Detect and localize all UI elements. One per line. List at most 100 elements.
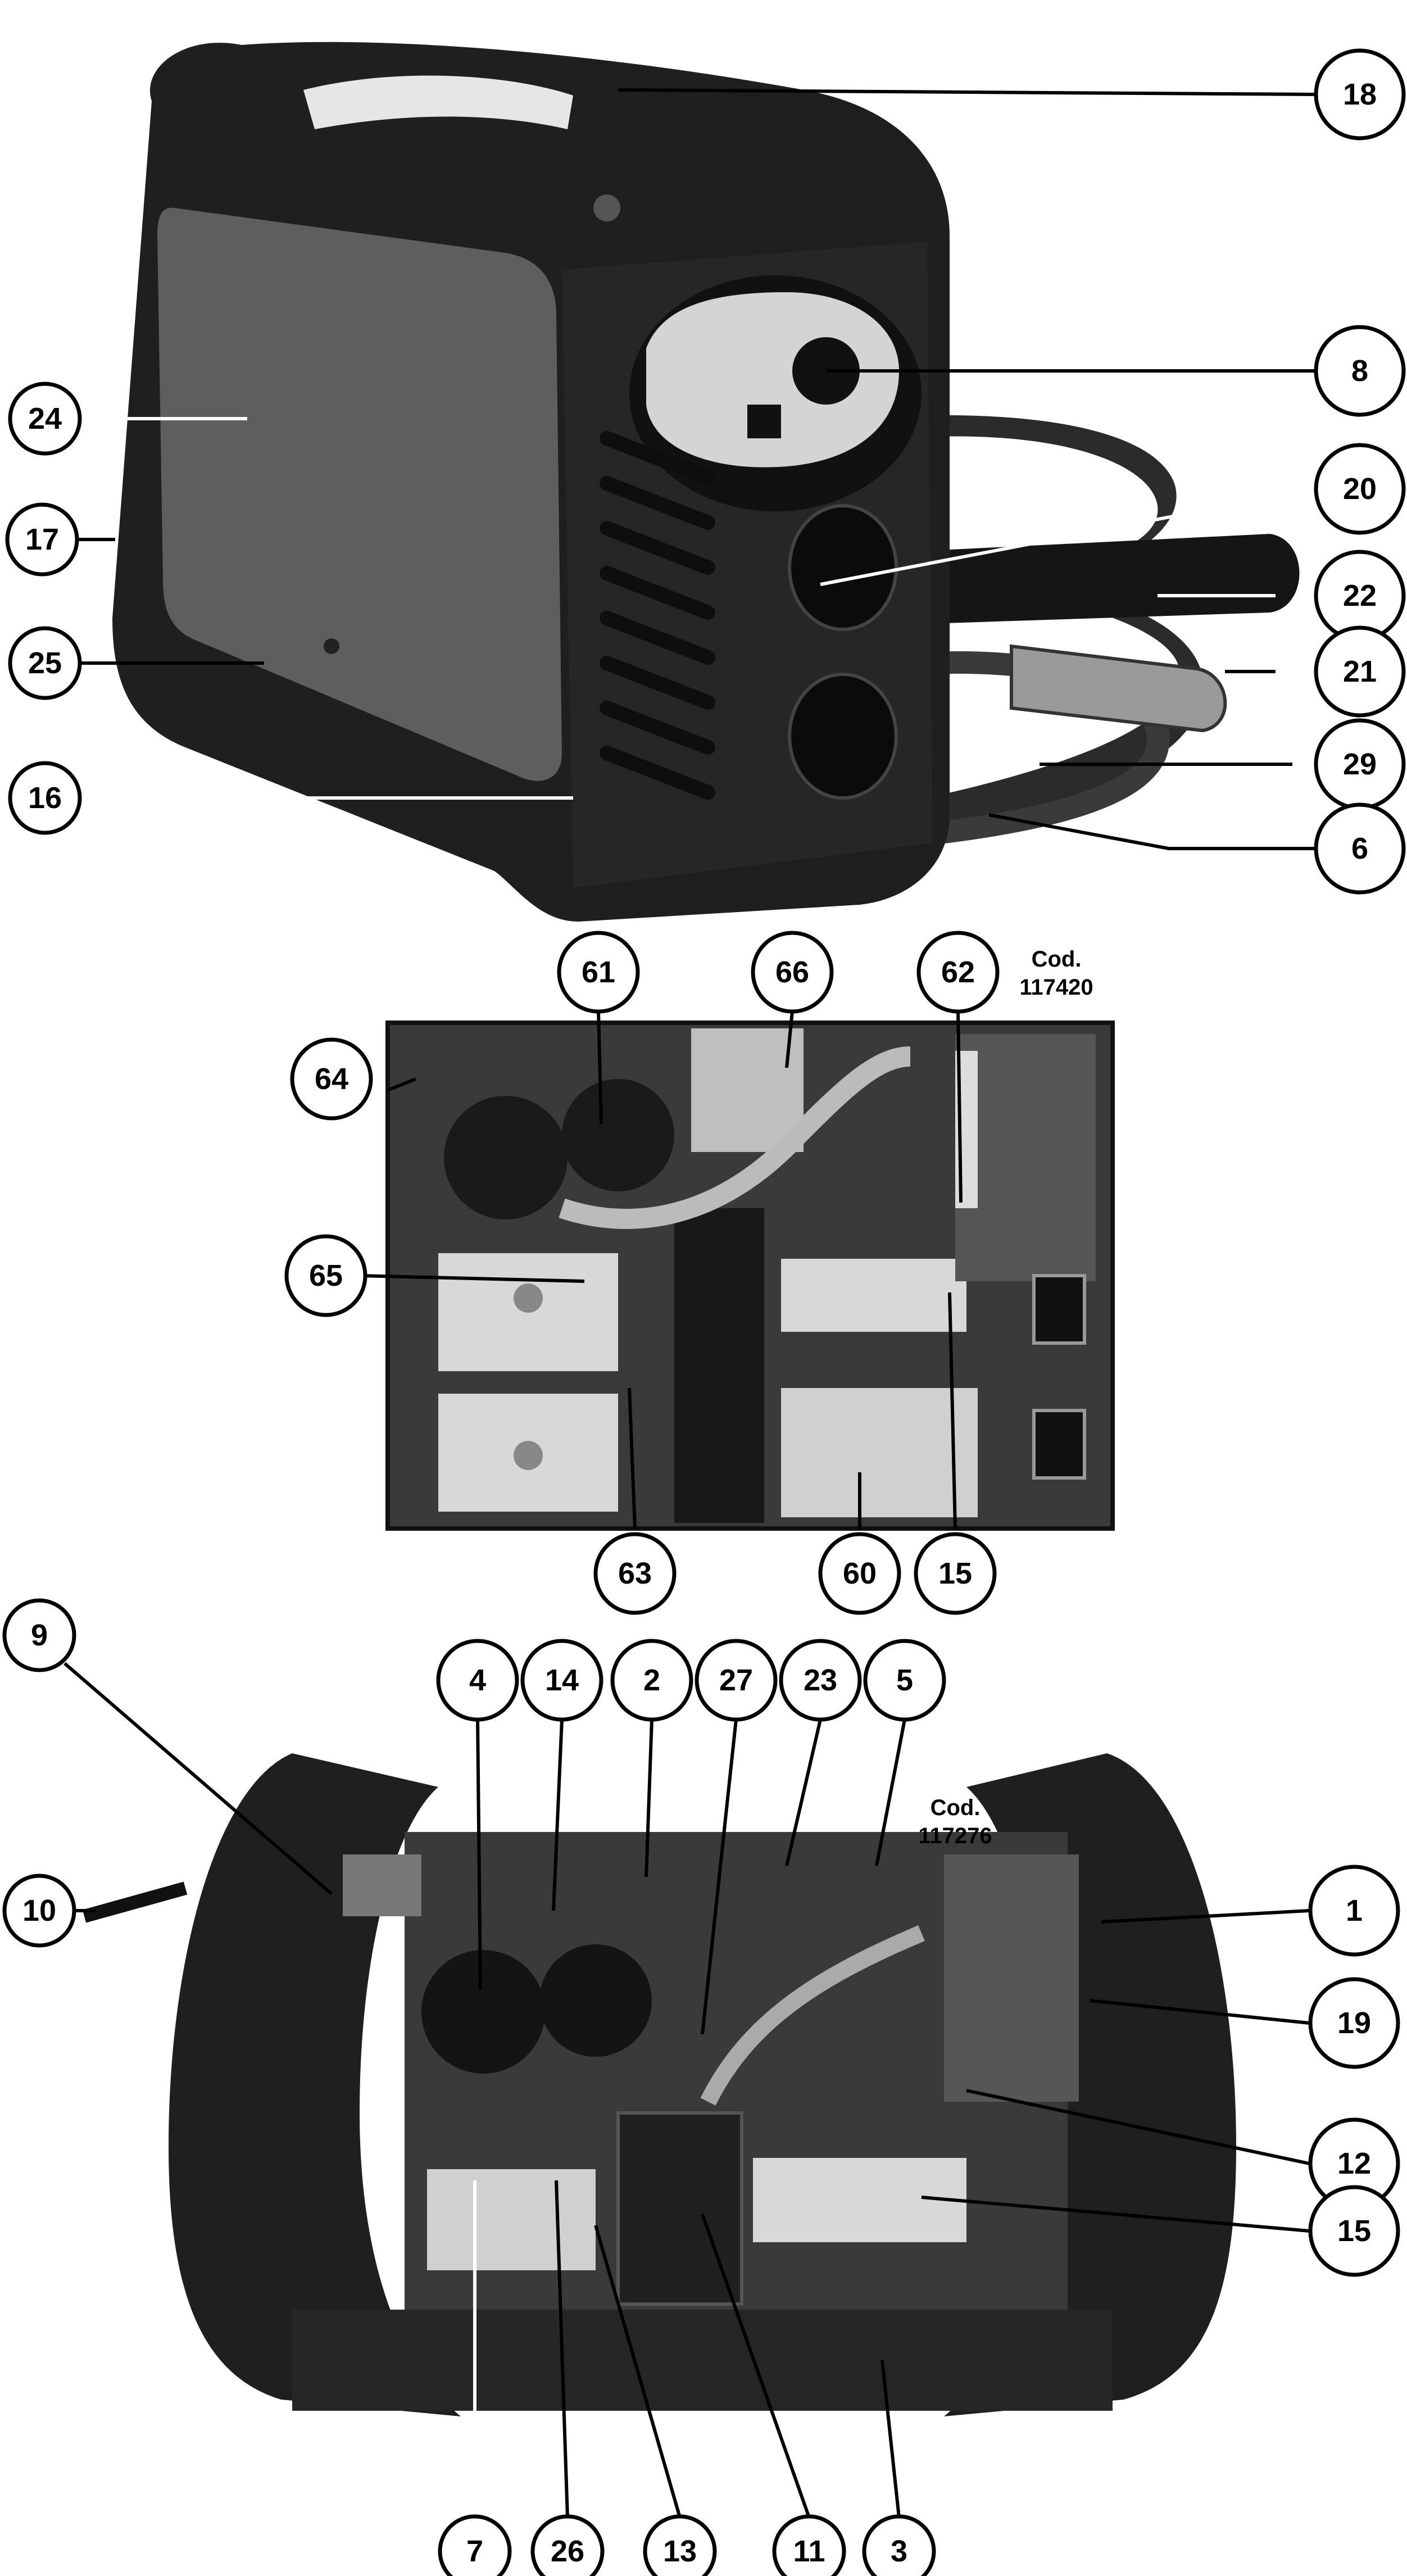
capacitor-2 xyxy=(562,1079,674,1191)
callout-label: 29 xyxy=(1343,747,1377,781)
callout-25: 25 xyxy=(8,626,82,700)
input-bridge xyxy=(343,1854,421,1916)
callout-label: 22 xyxy=(1343,579,1377,613)
end-cap-left xyxy=(169,1753,461,2416)
callout-1: 1 xyxy=(1308,1865,1400,1957)
side-screw xyxy=(324,638,339,654)
callouts-board: 61 66 62 64 65 63 60 15 xyxy=(284,931,1000,1615)
callout-10: 10 xyxy=(2,1874,76,1948)
callout-label: 62 xyxy=(941,955,975,989)
callout-13: 13 xyxy=(643,2514,717,2576)
callout-label: 9 xyxy=(31,1618,48,1652)
transformer-block xyxy=(691,1028,804,1152)
callout-15-interior: 15 xyxy=(1308,2185,1400,2277)
callout-label: 65 xyxy=(309,1259,343,1292)
screw-heatsink-2 xyxy=(514,1441,543,1470)
callout-label: 13 xyxy=(663,2534,697,2568)
callout-label: 61 xyxy=(582,955,615,989)
callout-label: 10 xyxy=(22,1894,56,1928)
code-label-line1: Cod. xyxy=(1032,947,1082,972)
callout-7: 7 xyxy=(438,2514,512,2576)
machine-illustration xyxy=(112,42,1300,922)
callout-label: 17 xyxy=(25,523,59,556)
mains-cable-stub xyxy=(82,1881,188,1923)
callout-label: 24 xyxy=(28,402,62,436)
code-label-line2: 117276 xyxy=(918,1824,992,1848)
callout-label: 18 xyxy=(1343,78,1377,111)
callout-6: 6 xyxy=(1314,802,1406,895)
control-panel-face xyxy=(646,292,899,468)
callout-2: 2 xyxy=(610,1639,693,1722)
callout-label: 5 xyxy=(896,1663,913,1697)
callout-label: 25 xyxy=(28,646,62,680)
callout-24: 24 xyxy=(8,382,82,456)
ribbon-cable xyxy=(559,1046,911,1230)
callout-label: 7 xyxy=(466,2534,483,2568)
callout-label: 1 xyxy=(1346,1894,1363,1928)
callout-23: 23 xyxy=(779,1639,862,1722)
callout-21: 21 xyxy=(1314,625,1406,718)
callouts-machine: 18 8 24 20 17 22 25 21 29 16 6 xyxy=(5,48,1406,895)
callout-16: 16 xyxy=(8,761,82,835)
board-code-label: Cod. 117420 xyxy=(1019,947,1093,1000)
callout-label: 27 xyxy=(719,1663,753,1697)
interior-code-label: Cod. 117276 xyxy=(918,1795,992,1848)
callout-label: 21 xyxy=(1343,655,1377,688)
callout-label: 26 xyxy=(551,2534,584,2568)
callout-label: 66 xyxy=(775,955,809,989)
handle-opening xyxy=(303,75,573,129)
callout-label: 23 xyxy=(804,1663,837,1697)
callout-18: 18 xyxy=(1314,48,1406,140)
callout-8: 8 xyxy=(1314,325,1406,417)
callout-29: 29 xyxy=(1314,718,1406,810)
callout-63: 63 xyxy=(593,1532,677,1615)
interior-capacitor-1 xyxy=(421,1950,545,2074)
callout-label: 6 xyxy=(1351,832,1368,865)
electrode-holder xyxy=(927,534,1300,624)
callout-66: 66 xyxy=(751,931,834,1014)
callout-label: 60 xyxy=(843,1557,877,1590)
ventilation-grille xyxy=(600,431,715,800)
callout-label: 4 xyxy=(469,1663,486,1697)
callout-19: 19 xyxy=(1308,1977,1400,2069)
connector-lower xyxy=(1032,1409,1086,1480)
heatsink-right-base xyxy=(781,1388,978,1517)
screw-heatsink-1 xyxy=(514,1284,543,1313)
callout-5: 5 xyxy=(863,1639,946,1722)
socket-upper xyxy=(788,504,898,631)
callout-27: 27 xyxy=(695,1639,778,1722)
callout-label: 20 xyxy=(1343,472,1377,506)
callout-label: 11 xyxy=(793,2534,825,2568)
callout-22: 22 xyxy=(1314,550,1406,642)
callout-label: 15 xyxy=(1337,2214,1371,2248)
callouts-interior: 4 14 2 27 23 5 9 10 1 19 12 15 7 26 13 1… xyxy=(2,1598,1400,2576)
callout-11: 11 xyxy=(772,2514,846,2576)
callout-label: 12 xyxy=(1337,2147,1371,2180)
base-plate xyxy=(292,2310,1113,2411)
control-circuit xyxy=(955,1034,1096,1281)
callout-4: 4 xyxy=(436,1639,519,1722)
socket-lower xyxy=(788,673,898,800)
central-choke xyxy=(674,1208,764,1523)
interior-cable xyxy=(700,1925,925,2106)
callout-label: 19 xyxy=(1337,2006,1371,2040)
callout-label: 8 xyxy=(1351,354,1368,388)
callout-label: 64 xyxy=(315,1062,348,1096)
code-label-line1: Cod. xyxy=(931,1795,981,1820)
panel-sticker xyxy=(747,405,781,438)
callout-3: 3 xyxy=(862,2514,936,2576)
callout-64: 64 xyxy=(290,1037,373,1121)
panel-screw xyxy=(593,194,620,221)
callout-26: 26 xyxy=(530,2514,605,2576)
callout-9: 9 xyxy=(2,1598,76,1672)
callout-label: 14 xyxy=(545,1663,579,1697)
callout-65: 65 xyxy=(284,1234,367,1317)
leader-lines xyxy=(56,88,1315,2518)
callout-14: 14 xyxy=(520,1639,603,1722)
side-panel xyxy=(157,207,562,781)
callout-15-board: 15 xyxy=(914,1532,997,1615)
interior-illustration xyxy=(82,1753,1236,2416)
callout-label: 3 xyxy=(891,2534,907,2568)
interior-capacitor-2 xyxy=(539,1944,652,2057)
